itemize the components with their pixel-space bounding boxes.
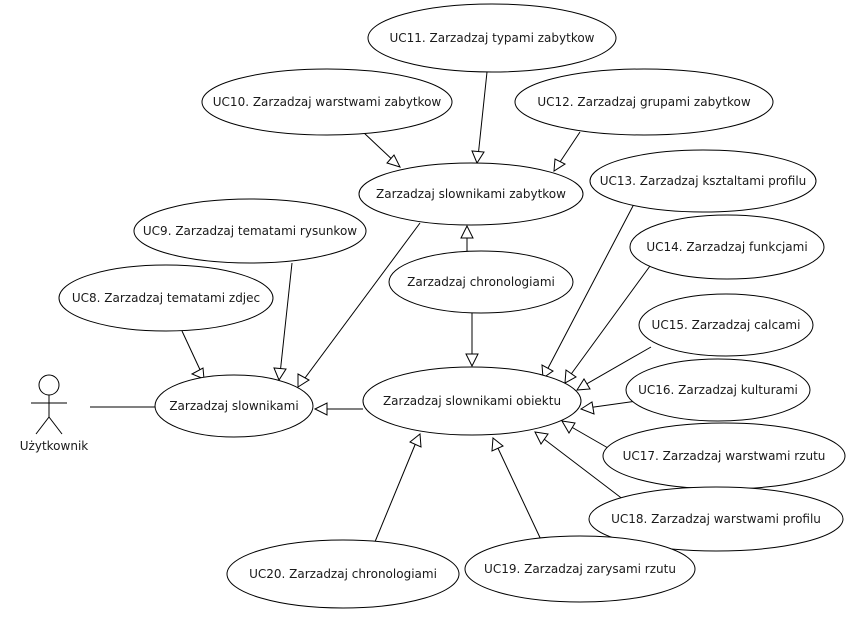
use-case-uc13[interactable]: UC13. Zarzadzaj ksztaltami profilu (589, 149, 817, 213)
edge-uc20-obj (371, 439, 418, 550)
arrow-uc13-obj (541, 364, 554, 379)
actor-right-leg (48, 416, 63, 435)
use-case-uc18[interactable]: UC18. Zarzadzaj warstwami profilu (588, 486, 844, 552)
use-case-uc14[interactable]: UC14. Zarzadzaj funkcjami (629, 214, 825, 280)
uc12-label: UC12. Zarzadzaj grupami zabytkow (537, 95, 751, 109)
arrow-uc12-zab (553, 158, 567, 172)
uc20-label: UC20. Zarzadzaj chronologiami (249, 567, 437, 581)
arrow-uc16-obj (579, 401, 595, 415)
use-case-uc8[interactable]: UC8. Zarzadzaj tematami zdjec (58, 264, 274, 332)
arrow-uc11-zab (471, 150, 485, 165)
use-case-uc9[interactable]: UC9. Zarzadzaj tematami rysunkow (133, 198, 367, 264)
chronologiami-label: Zarzadzaj chronologiami (407, 275, 555, 289)
uc8-label: UC8. Zarzadzaj tematami zdjec (72, 291, 260, 305)
uc9-label: UC9. Zarzadzaj tematami rysunkow (143, 224, 357, 238)
uc15-label: UC15. Zarzadzaj calcami (652, 318, 801, 332)
arrow-chron-zab (460, 224, 474, 239)
edge-uc17-obj (567, 424, 609, 449)
arrow-uc9-slown (273, 367, 287, 382)
arrow-uc8-slown (190, 367, 205, 380)
slownikami-zabytkow-label: Zarzadzaj slownikami zabytkow (376, 187, 566, 201)
arrow-uc17-obj (561, 420, 576, 434)
uc17-label: UC17. Zarzadzaj warstwami rzutu (623, 449, 826, 463)
use-case-chronologiami[interactable]: Zarzadzaj chronologiami (388, 250, 574, 314)
use-case-uc19[interactable]: UC19. Zarzadzaj zarysami rzutu (464, 535, 696, 603)
use-case-uc10[interactable]: UC10. Zarzadzaj warstwami zabytkow (201, 68, 453, 136)
actor-label: Użytkownik (20, 439, 89, 453)
arrow-uc19-obj (491, 437, 504, 452)
edge-uc11-zab (477, 71, 488, 158)
actor-uzytkownik[interactable]: Użytkownik (20, 374, 89, 453)
arrow-uc20-obj (409, 433, 422, 448)
slownikami-label: Zarzadzaj slownikami (169, 399, 298, 413)
arrow-chron-obj (465, 353, 479, 368)
use-case-uc20[interactable]: UC20. Zarzadzaj chronologiami (226, 539, 460, 609)
edge-uc18-obj (539, 435, 625, 501)
arrow-obj-slown (313, 402, 328, 416)
edge-uc14-obj (568, 265, 651, 378)
arrow-uc14-obj (564, 369, 577, 384)
arrow-zab-slown (297, 373, 310, 388)
uc11-label: UC11. Zarzadzaj typami zabytkow (389, 31, 594, 45)
uc16-label: UC16. Zarzadzaj kulturami (638, 383, 798, 397)
use-case-uc16[interactable]: UC16. Zarzadzaj kulturami (625, 358, 811, 422)
edge-uc15-obj (582, 346, 652, 387)
arrow-uc18-obj (534, 431, 549, 445)
edge-uc16-obj (586, 400, 638, 409)
edge-uc8-slown (181, 330, 203, 375)
uc18-label: UC18. Zarzadzaj warstwami profilu (611, 512, 821, 526)
slownikami-obiektu-label: Zarzadzaj slownikami obiektu (383, 394, 561, 408)
uc10-label: UC10. Zarzadzaj warstwami zabytkow (213, 95, 442, 109)
edge-uc13-obj (545, 203, 635, 373)
actor-head (38, 374, 60, 396)
edge-uc19-obj (495, 443, 544, 545)
use-case-slownikami-obiektu[interactable]: Zarzadzaj slownikami obiektu (362, 366, 582, 436)
edges (90, 71, 652, 550)
uc13-label: UC13. Zarzadzaj ksztaltami profilu (600, 174, 807, 188)
uc14-label: UC14. Zarzadzaj funkcjami (646, 240, 807, 254)
use-case-uc17[interactable]: UC17. Zarzadzaj warstwami rzutu (602, 422, 846, 490)
use-case-uc15[interactable]: UC15. Zarzadzaj calcami (638, 293, 814, 357)
actor-left-leg (35, 416, 50, 435)
use-case-slownikami[interactable]: Zarzadzaj slownikami (154, 374, 314, 438)
arrow-uc15-obj (576, 378, 591, 391)
uc19-label: UC19. Zarzadzaj zarysami rzutu (484, 562, 676, 576)
use-case-uc11[interactable]: UC11. Zarzadzaj typami zabytkow (367, 3, 617, 73)
use-case-slownikami-zabytkow[interactable]: Zarzadzaj slownikami zabytkow (358, 162, 584, 226)
edge-uc9-slown (279, 262, 293, 375)
arrow-uc10-zab (386, 154, 401, 168)
use-case-uc12[interactable]: UC12. Zarzadzaj grupami zabytkow (514, 68, 774, 136)
edge-zab-slown (301, 222, 421, 383)
